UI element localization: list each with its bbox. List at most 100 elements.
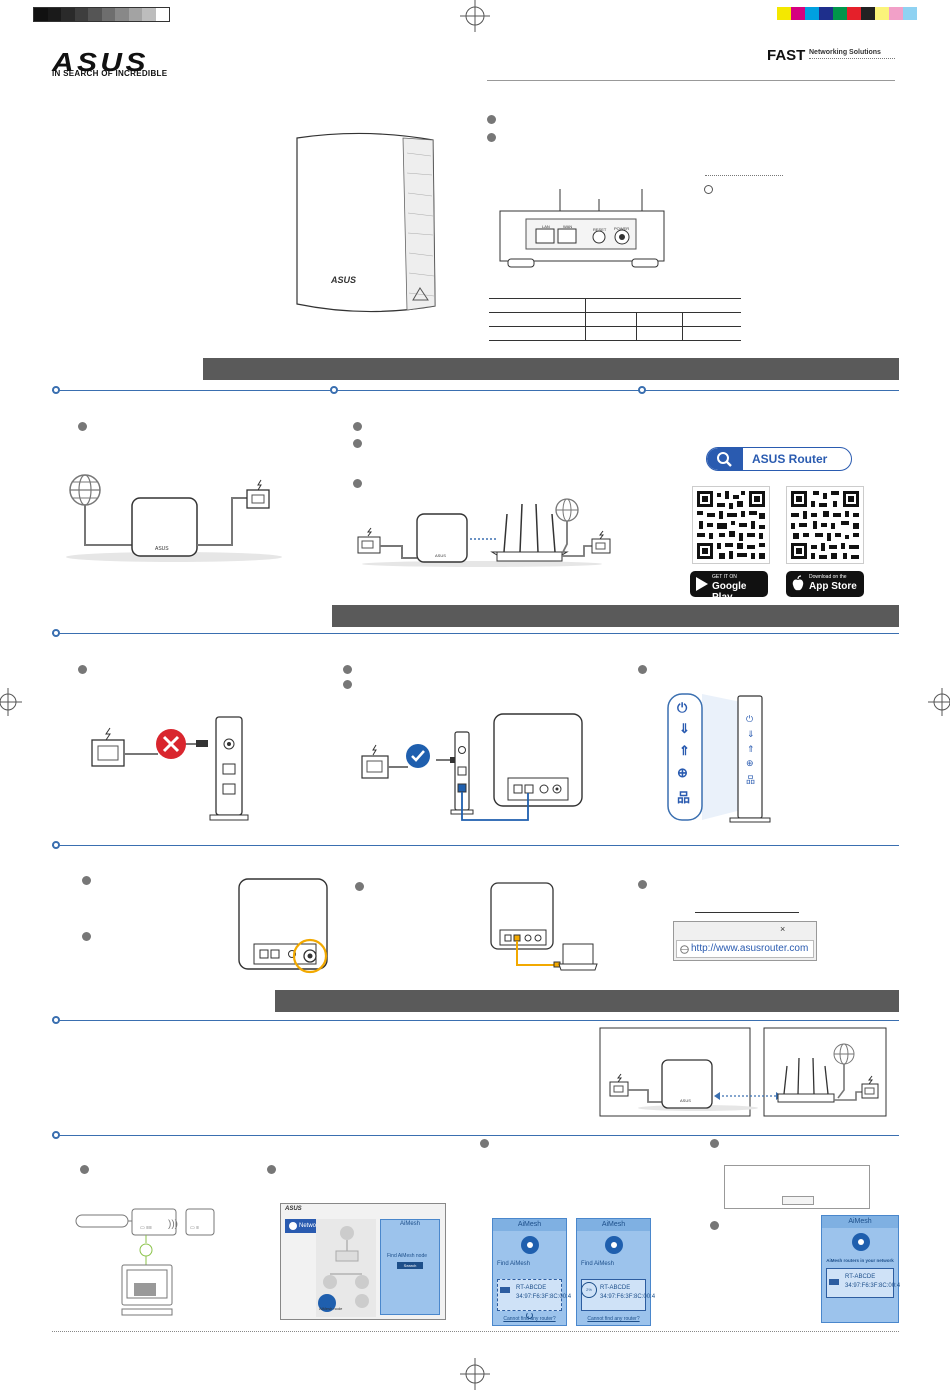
loading-spinner-icon xyxy=(526,1312,533,1319)
fast-title: FAST xyxy=(767,47,806,64)
browser-window: × http://www.asusrouter.com xyxy=(673,921,817,961)
blue-rule-5 xyxy=(52,1135,899,1136)
led-upload-icon-large: ⇑ xyxy=(679,743,690,758)
bottom-dotted-rule xyxy=(52,1331,899,1332)
led-globe-icon-large: ⊕ xyxy=(677,765,688,780)
svg-text:▭ ≡≡: ▭ ≡≡ xyxy=(140,1225,152,1231)
globe-icon xyxy=(680,945,689,954)
blue-dot-1c xyxy=(638,386,646,394)
router-to-laptop-diagram xyxy=(490,882,598,971)
google-play-badge[interactable]: GET IT ON Google Play xyxy=(690,571,768,603)
network-map-icon xyxy=(289,1222,297,1230)
browser-url: http://www.asusrouter.com xyxy=(691,943,809,954)
crosshair-bottom xyxy=(460,1358,490,1390)
registration-bar-left xyxy=(33,7,170,22)
qr-code-ios xyxy=(786,486,864,564)
aimesh-topology-diagram: ▭ ≡≡ ))) ▭ ≡ xyxy=(75,1208,215,1316)
crosshair-top xyxy=(460,0,490,32)
led-download-icon-small: ⇓ xyxy=(747,729,755,739)
aimesh-node-label: AiMesh node xyxy=(319,1306,343,1311)
header-rule xyxy=(487,80,895,81)
app-search-label: ASUS Router xyxy=(752,452,828,466)
blue-dot-5 xyxy=(52,1131,60,1139)
search-icon xyxy=(707,448,743,470)
setup-diagram-single: ASUS xyxy=(66,474,282,562)
app-store-badge[interactable]: Download on the App Store xyxy=(786,571,864,597)
confirm-dialog xyxy=(724,1165,870,1209)
led-upload-icon-small: ⇑ xyxy=(747,744,755,754)
blue-rule-1 xyxy=(52,390,899,391)
aimesh-logo-icon xyxy=(521,1236,539,1254)
fast-subtitle: Networking Solutions xyxy=(809,49,881,56)
google-play-icon xyxy=(696,577,708,591)
progress-ring: 2% xyxy=(581,1282,597,1298)
aimesh-final-caption: AiMesh routers in your network xyxy=(826,1258,894,1263)
asus-tagline: IN SEARCH OF INCREDIBLE xyxy=(52,69,168,78)
spec-bullet-2 xyxy=(487,133,496,142)
aimesh-side-panel: AiMesh Find AiMesh node Search xyxy=(380,1219,440,1315)
blue-rule-4 xyxy=(52,1020,899,1021)
power-button-diagram xyxy=(238,878,328,974)
aimesh-logo-icon xyxy=(605,1236,623,1254)
led-globe-icon-small: ⊕ xyxy=(746,758,754,768)
app-search-bar[interactable]: ASUS Router xyxy=(706,447,852,471)
cannot-find-link[interactable]: Cannot find any router? xyxy=(587,1316,640,1322)
blue-dot-2 xyxy=(52,629,60,637)
blue-rule-3 xyxy=(52,845,899,846)
browser-address-bar[interactable]: http://www.asusrouter.com xyxy=(676,940,814,958)
led-power-icon-small: ⏻ xyxy=(746,714,754,724)
qr-code-android xyxy=(692,486,770,564)
apple-icon xyxy=(792,575,804,591)
aimesh-screen-2: AiMesh Find AiMesh RT-ABCDE 34:97:F6:3F:… xyxy=(576,1218,655,1326)
led-download-icon-large: ⇓ xyxy=(679,721,690,736)
led-power-icon-large: ⏻ xyxy=(677,700,688,715)
dialog-ok-button[interactable] xyxy=(782,1196,814,1205)
aimesh-final-screen: AiMesh AiMesh routers in your network RT… xyxy=(821,1215,900,1323)
aimesh-screen-1: AiMesh Find AiMesh RT-ABCDE 34:97:F6:3F:… xyxy=(492,1218,571,1326)
svg-text:ASUS: ASUS xyxy=(155,546,169,552)
ok-check-icon xyxy=(406,744,430,768)
router-icon xyxy=(500,1287,510,1293)
crosshair-right xyxy=(928,688,950,716)
blue-dot-1a xyxy=(52,386,60,394)
asus-logo: ASUS xyxy=(52,47,149,77)
modem-to-router-diagram xyxy=(361,713,583,821)
network-map-header-logo: ASUS xyxy=(285,1206,302,1212)
cannot-find-link[interactable]: Cannot find any router? xyxy=(503,1316,556,1322)
spec-bullet-1 xyxy=(487,115,496,124)
svg-text:))): ))) xyxy=(168,1219,178,1230)
network-map-screen: ASUS Network Map AiMesh node AiMesh Find… xyxy=(280,1203,446,1320)
led-lan-icon-small: 品 xyxy=(746,775,756,785)
router-front-illustration xyxy=(296,132,436,313)
port-label-lan: LAN xyxy=(542,224,550,229)
router-front-logo: ASUS xyxy=(331,275,357,285)
led-lan-icon-large: 品 xyxy=(677,790,691,805)
color-bar-right xyxy=(777,7,917,20)
blue-dot-1b xyxy=(330,386,338,394)
blue-dot-3 xyxy=(52,841,60,849)
svg-text:▭ ≡: ▭ ≡ xyxy=(190,1225,199,1231)
router-back-panel xyxy=(499,189,665,268)
browser-close-icon[interactable]: × xyxy=(780,924,786,934)
aimesh-logo-icon xyxy=(852,1233,870,1251)
blue-rule-2 xyxy=(52,633,899,634)
section-bar-2 xyxy=(332,605,899,627)
modem-unplug-diagram xyxy=(91,716,249,821)
crosshair-left xyxy=(0,688,22,716)
spec-table xyxy=(489,298,741,342)
svg-text:ASUS: ASUS xyxy=(435,553,446,558)
section-bar-1 xyxy=(203,358,899,380)
router-icon xyxy=(829,1279,839,1285)
port-label-wan: WAN xyxy=(563,224,573,229)
search-node-button[interactable]: Search xyxy=(397,1262,423,1269)
error-x-icon xyxy=(156,729,186,759)
svg-text:ASUS: ASUS xyxy=(680,1098,691,1103)
port-label-power: POWER xyxy=(614,226,630,231)
aimesh-pair-diagram: ASUS xyxy=(599,1027,887,1117)
port-label-reset: RESET xyxy=(593,227,607,232)
topology-nodes xyxy=(318,1226,369,1312)
setup-diagram-with-router: ASUS xyxy=(357,498,611,567)
section-bar-3 xyxy=(275,990,899,1012)
note-bullet xyxy=(704,185,713,194)
led-indicator-panel xyxy=(667,693,771,823)
